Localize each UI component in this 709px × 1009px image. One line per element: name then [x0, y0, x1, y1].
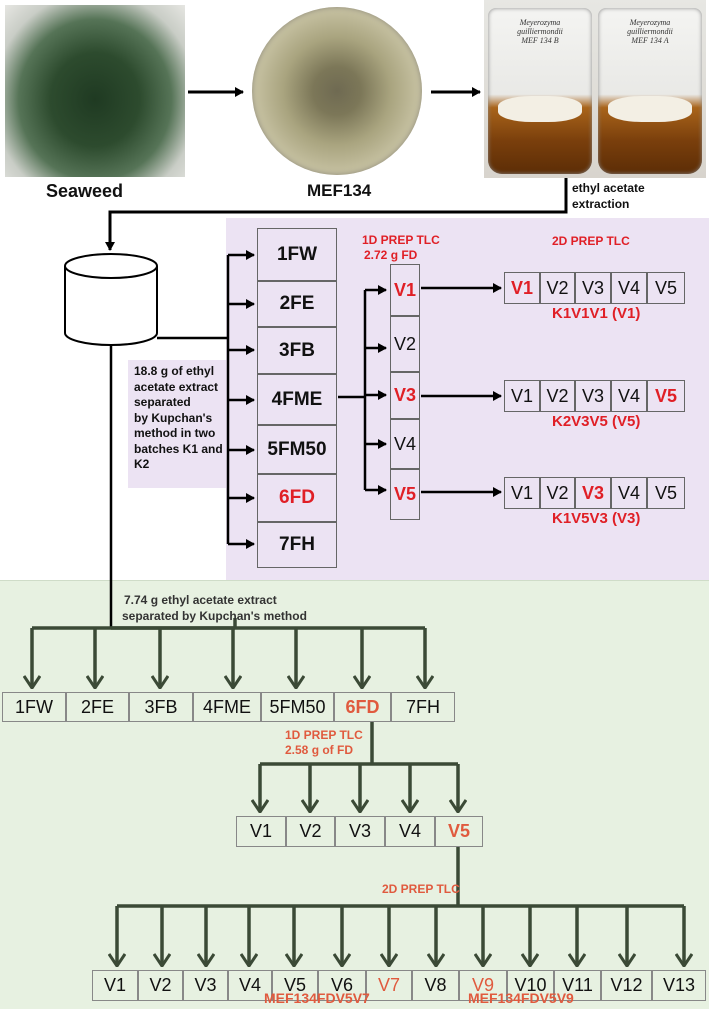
bottom-v4: V4: [385, 816, 435, 847]
row1-v2: V2: [540, 272, 575, 304]
top-v5: V5: [390, 469, 420, 520]
top-prep2-title: 2D PREP TLC: [552, 234, 630, 248]
final-v6: V6: [318, 970, 366, 1001]
top-fraction-4fme: 4FME: [257, 374, 337, 425]
row3-v3: V3: [575, 477, 611, 509]
bottom-fraction-1fw: 1FW: [2, 692, 66, 722]
product-label-v7: MEF134FDV5V7: [264, 990, 370, 1006]
bottom-separation-note: 7.74 g ethyl acetate extract separated b…: [122, 593, 307, 623]
row1-v5: V5: [647, 272, 685, 304]
row2-label: K2V3V5 (V5): [552, 413, 641, 430]
bottom-prep2-title: 2D PREP TLC: [382, 882, 460, 896]
final-v7: V7: [366, 970, 412, 1001]
bottom-fraction-2fe: 2FE: [66, 692, 129, 722]
bottom-v2: V2: [286, 816, 335, 847]
froth: [608, 96, 692, 122]
row3-label: K1V5V3 (V3): [552, 510, 641, 527]
bottom-v3: V3: [335, 816, 385, 847]
row3-v4: V4: [611, 477, 647, 509]
bottom-v5: V5: [435, 816, 483, 847]
final-v10: V10: [507, 970, 554, 1001]
final-v11: V11: [554, 970, 601, 1001]
row2-v3: V3: [575, 380, 611, 412]
top-fraction-2fe: 2FE: [257, 281, 337, 327]
row2-v4: V4: [611, 380, 647, 412]
bottom-fraction-4fme: 4FME: [193, 692, 261, 722]
top-fraction-6fd: 6FD: [257, 474, 337, 522]
top-fraction-5fm50: 5FM50: [257, 425, 337, 474]
row2-v2: V2: [540, 380, 575, 412]
top-v4: V4: [390, 419, 420, 469]
top-v2: V2: [390, 316, 420, 372]
final-v9: V9: [459, 970, 507, 1001]
top-fraction-3fb: 3FB: [257, 327, 337, 374]
bottom-fraction-5fm50: 5FM50: [261, 692, 334, 722]
final-v13: V13: [652, 970, 706, 1001]
top-v3: V3: [390, 372, 420, 419]
final-v8: V8: [412, 970, 459, 1001]
top-fraction-1fw: 1FW: [257, 228, 337, 281]
final-v2: V2: [138, 970, 183, 1001]
bottom-fraction-6fd: 6FD: [334, 692, 391, 722]
froth: [498, 96, 582, 122]
row1-label: K1V1V1 (V1): [552, 305, 641, 322]
mef134-plate-photo: [248, 5, 428, 177]
seaweed-caption: Seaweed: [46, 181, 124, 201]
seaweed-photo: [5, 5, 185, 177]
top-v1: V1: [390, 264, 420, 316]
mef134-caption: MEF134: [307, 181, 372, 200]
row1-v4: V4: [611, 272, 647, 304]
row3-v2: V2: [540, 477, 575, 509]
row3-v1: V1: [504, 477, 540, 509]
row1-v1: V1: [504, 272, 540, 304]
top-separation-note: 18.8 g of ethyl acetate extract separate…: [134, 364, 223, 471]
petri-dish: [252, 7, 422, 175]
final-v3: V3: [183, 970, 228, 1001]
bottom-fraction-3fb: 3FB: [129, 692, 193, 722]
top-fraction-7fh: 7FH: [257, 522, 337, 568]
bottom-fraction-7fh: 7FH: [391, 692, 455, 722]
final-v5: V5: [272, 970, 318, 1001]
bottom-v1: V1: [236, 816, 286, 847]
note-background: [128, 360, 226, 488]
row2-v1: V1: [504, 380, 540, 412]
final-v1: V1: [92, 970, 138, 1001]
final-v4: V4: [228, 970, 272, 1001]
final-v12: V12: [601, 970, 652, 1001]
product-label-v9: MEF134FDV5V9: [468, 990, 574, 1006]
row1-v3: V3: [575, 272, 611, 304]
row3-v5: V5: [647, 477, 685, 509]
row2-v5: V5: [647, 380, 685, 412]
